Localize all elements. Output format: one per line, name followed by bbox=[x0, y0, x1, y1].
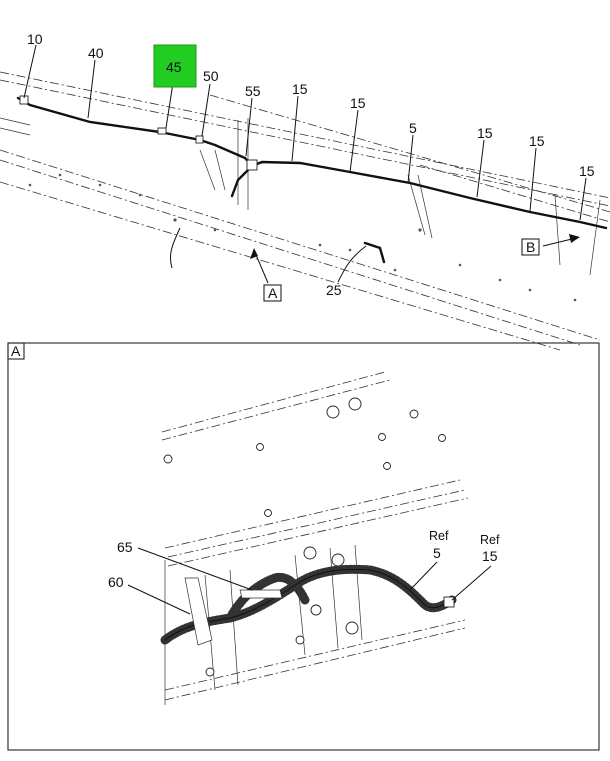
ref-15-word: Ref bbox=[480, 533, 500, 547]
callout-15-a: 15 bbox=[292, 81, 308, 97]
view-ref-b-box bbox=[521, 238, 540, 256]
callout-10: 10 bbox=[27, 31, 43, 47]
view-ref-b-top[interactable]: B bbox=[526, 239, 535, 255]
ref-5-word: Ref bbox=[429, 529, 449, 543]
ref-5-number: 5 bbox=[433, 545, 441, 561]
callout-55: 55 bbox=[245, 83, 261, 99]
detail-frame bbox=[7, 342, 600, 751]
frame-rivets bbox=[28, 173, 577, 302]
callout-5: 5 bbox=[409, 120, 417, 136]
detail-bolts bbox=[163, 397, 446, 677]
detail-view-label: A bbox=[11, 343, 21, 359]
callout-15-b: 15 bbox=[350, 95, 366, 111]
top-overview: 10 40 45 50 55 15 15 5 15 15 15 25 A B bbox=[0, 31, 610, 351]
view-ref-a-top[interactable]: A bbox=[268, 285, 278, 301]
callout-15-d: 15 bbox=[529, 133, 545, 149]
main-harness-wire bbox=[16, 96, 608, 230]
callout-15-e: 15 bbox=[579, 163, 595, 179]
callout-45[interactable]: 45 bbox=[166, 59, 182, 75]
callout-50: 50 bbox=[203, 68, 219, 84]
highlight-box-45 bbox=[153, 44, 197, 88]
ref-15-number: 15 bbox=[482, 548, 498, 564]
callout-40: 40 bbox=[88, 45, 104, 61]
callout-25: 25 bbox=[326, 282, 342, 298]
callout-65: 65 bbox=[117, 539, 133, 555]
callout-60: 60 bbox=[108, 574, 124, 590]
callout-15-c: 15 bbox=[477, 125, 493, 141]
view-ref-a-box bbox=[263, 284, 282, 302]
detail-view-a: A bbox=[7, 342, 600, 751]
